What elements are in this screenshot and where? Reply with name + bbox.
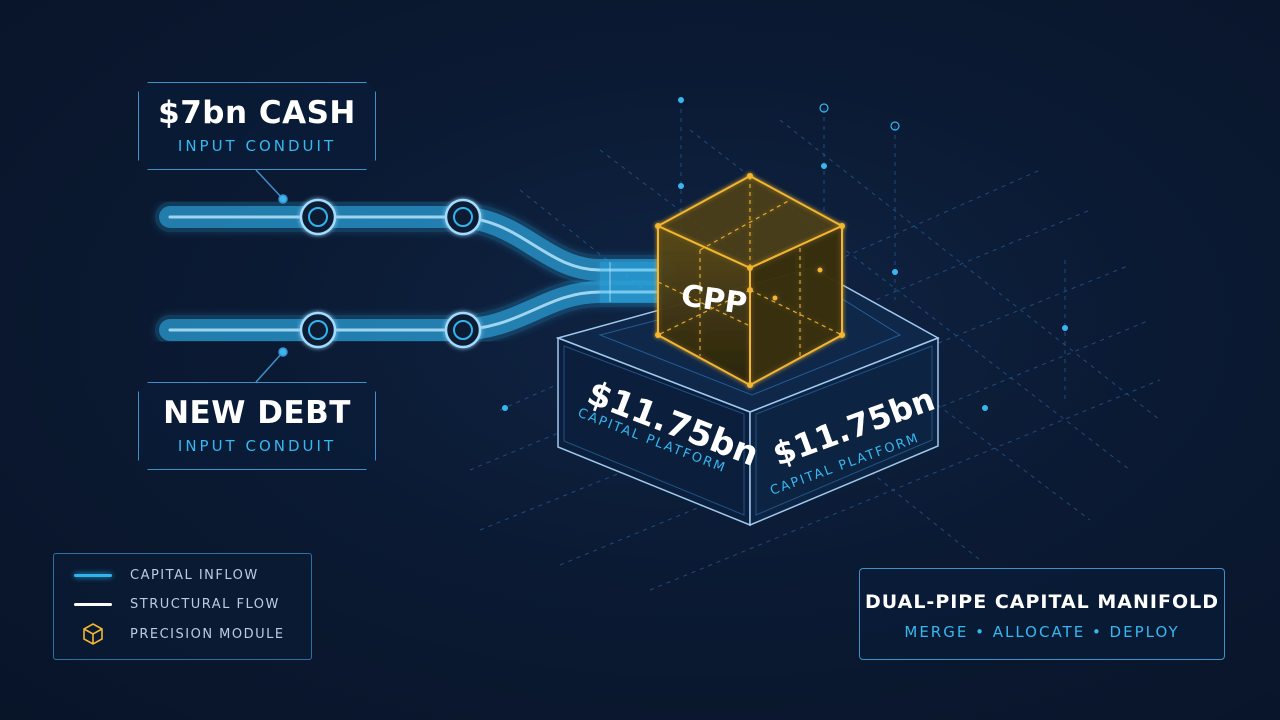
debt-input-title: NEW DEBT — [163, 395, 351, 431]
legend-label: CAPITAL INFLOW — [130, 568, 259, 583]
capital-inflow-swatch — [74, 574, 112, 577]
pipe-joint-cores — [308, 207, 473, 340]
cash-pipe — [155, 202, 675, 285]
legend-label: STRUCTURAL FLOW — [130, 597, 280, 612]
legend-item-structural-flow: STRUCTURAL FLOW — [74, 597, 280, 612]
cpp-module-cube — [655, 173, 845, 388]
structural-flow-swatch — [74, 603, 112, 606]
cash-input-title: $7bn CASH — [158, 95, 356, 131]
cash-input-callout: $7bn CASH INPUT CONDUIT — [138, 82, 376, 170]
cash-input-subtitle: INPUT CONDUIT — [177, 137, 337, 155]
merge-conduit — [600, 262, 660, 302]
pipe-joints — [299, 198, 482, 349]
debt-input-callout: NEW DEBT INPUT CONDUIT — [138, 382, 376, 470]
diagram-subtitle: MERGE • ALLOCATE • DEPLOY — [904, 623, 1180, 641]
legend-label: PRECISION MODULE — [130, 626, 285, 642]
legend-item-precision-module: PRECISION MODULE — [74, 622, 285, 646]
legend-item-capital-inflow: CAPITAL INFLOW — [74, 568, 259, 583]
diagram-title: DUAL-PIPE CAPITAL MANIFOLD — [865, 591, 1219, 613]
debt-pipe — [155, 277, 675, 345]
cube-icon — [74, 622, 112, 646]
legend: CAPITAL INFLOW STRUCTURAL FLOW PRECISION… — [53, 553, 312, 660]
callout-leaders — [255, 169, 288, 383]
diagram-title-box: DUAL-PIPE CAPITAL MANIFOLD MERGE • ALLOC… — [859, 568, 1225, 660]
debt-input-subtitle: INPUT CONDUIT — [177, 437, 337, 455]
grid-target-nodes — [819, 103, 900, 131]
